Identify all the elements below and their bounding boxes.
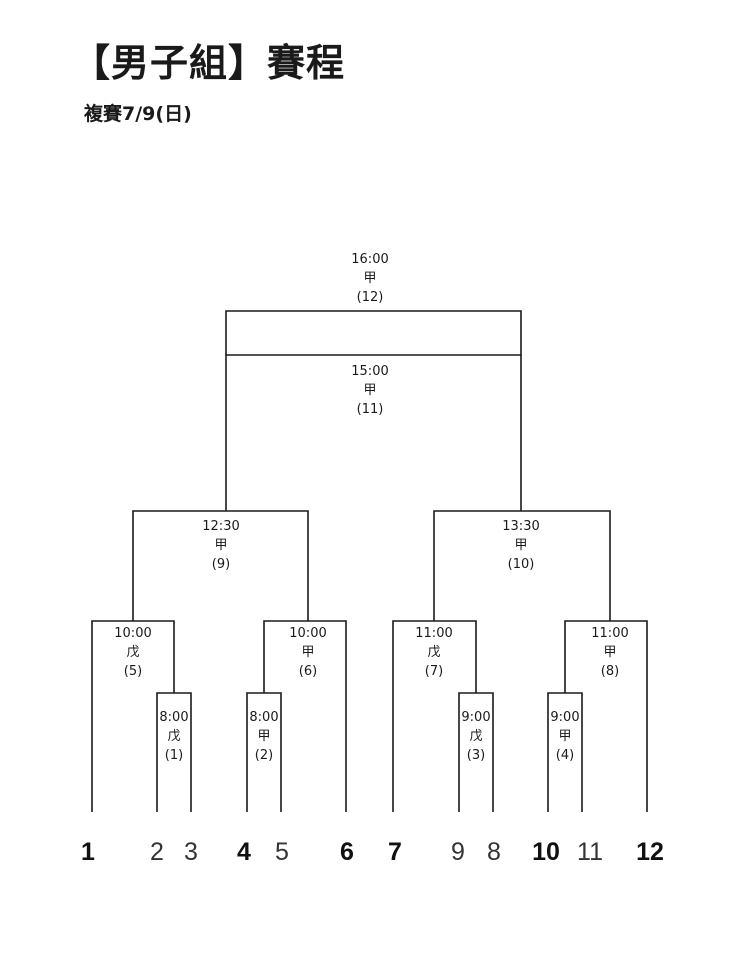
match-number: (4): [556, 748, 574, 763]
seed-label: 2: [150, 838, 164, 866]
match-number: (12): [357, 290, 384, 305]
match-court: 甲: [363, 271, 376, 286]
match-time: 8:00: [249, 710, 278, 725]
bracket-line-match-10: [433, 510, 611, 621]
match-label-m4: 9:00 甲 (4): [550, 710, 579, 763]
match-label-m7: 11:00 戊 (7): [415, 626, 452, 679]
match-label-m6: 10:00 甲 (6): [289, 626, 326, 679]
seed-label: 7: [388, 838, 402, 866]
match-label-m10: 13:30 甲 (10): [502, 519, 539, 572]
match-number: (5): [124, 664, 142, 679]
match-number: (7): [425, 664, 443, 679]
bracket-line-match-8: [564, 620, 648, 812]
seed-label: 3: [184, 838, 198, 866]
match-time: 9:00: [461, 710, 490, 725]
match-label-m8: 11:00 甲 (8): [591, 626, 628, 679]
bracket-line-match-9: [132, 510, 309, 621]
match-label-m12: 16:00 甲 (12): [351, 252, 388, 305]
seed-label: 4: [237, 838, 251, 866]
match-time: 11:00: [415, 626, 452, 641]
seed-label: 11: [577, 838, 603, 866]
match-number: (10): [508, 557, 535, 572]
match-time: 16:00: [351, 252, 388, 267]
match-time: 10:00: [289, 626, 326, 641]
match-time: 11:00: [591, 626, 628, 641]
match-number: (2): [255, 748, 273, 763]
bracket-line-match-12: [225, 310, 522, 355]
match-number: (6): [299, 664, 317, 679]
bracket-line-match-11: [225, 354, 522, 511]
match-number: (9): [212, 557, 230, 572]
match-label-m11: 15:00 甲 (11): [351, 364, 388, 417]
seed-label: 8: [487, 838, 501, 866]
page-title: 【男子組】賽程: [72, 41, 346, 85]
match-labels: 8:00 戊 (1) 8:00 甲 (2) 9:00 戊 (3) 9:00 甲 (4) 10:00 戊 (5…: [114, 252, 628, 763]
match-time: 8:00: [159, 710, 188, 725]
bracket-line-match-6: [263, 620, 347, 812]
match-court: 戊: [469, 729, 482, 744]
bracket-lines: [91, 310, 648, 812]
match-number: (1): [165, 748, 183, 763]
match-court: 甲: [214, 538, 227, 553]
match-court: 甲: [257, 729, 270, 744]
seed-label: 6: [340, 838, 354, 866]
page-subtitle: 複賽7/9(日): [84, 103, 192, 125]
seed-label: 5: [275, 838, 289, 866]
match-court: 甲: [514, 538, 527, 553]
match-court: 戊: [427, 645, 440, 660]
match-time: 12:30: [202, 519, 239, 534]
seed-label: 1: [81, 838, 95, 866]
match-label-m3: 9:00 戊 (3): [461, 710, 490, 763]
match-label-m2: 8:00 甲 (2): [249, 710, 278, 763]
match-court: 甲: [558, 729, 571, 744]
match-label-m1: 8:00 戊 (1): [159, 710, 188, 763]
match-time: 15:00: [351, 364, 388, 379]
seed-label: 12: [636, 838, 664, 866]
match-time: 10:00: [114, 626, 151, 641]
match-time: 13:30: [502, 519, 539, 534]
match-court: 甲: [301, 645, 314, 660]
match-label-m9: 12:30 甲 (9): [202, 519, 239, 572]
match-court: 戊: [126, 645, 139, 660]
match-number: (8): [601, 664, 619, 679]
match-number: (11): [357, 402, 384, 417]
match-court: 甲: [363, 383, 376, 398]
match-label-m5: 10:00 戊 (5): [114, 626, 151, 679]
match-number: (3): [467, 748, 485, 763]
match-court: 甲: [603, 645, 616, 660]
seed-label: 10: [532, 838, 560, 866]
match-time: 9:00: [550, 710, 579, 725]
seed-label: 9: [451, 838, 465, 866]
match-court: 戊: [167, 729, 180, 744]
